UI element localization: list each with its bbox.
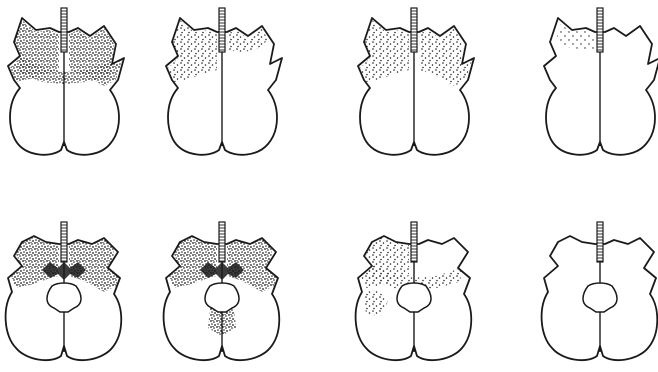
- brain-panel-r1-c3: [358, 8, 474, 155]
- brain-panel-r2-c4: [542, 222, 658, 360]
- brainstem-outline: [47, 283, 81, 312]
- brain-panel-r1-c4: [544, 8, 658, 155]
- brain-panel-r1-c2: [166, 8, 282, 155]
- spinal-segment-column: [597, 8, 603, 52]
- brainstem-outline: [583, 283, 617, 312]
- brain-panel-r1-c1: [8, 8, 124, 155]
- spinal-segment-column: [61, 8, 67, 52]
- brain-panel-r2-c1: [6, 222, 122, 360]
- spinal-segment-column: [219, 8, 225, 52]
- brain-panel-r2-c3: [356, 222, 472, 360]
- brain-panel-r2-c2: [164, 222, 280, 360]
- spinal-segment-column: [411, 8, 417, 52]
- brainstem-outline: [205, 283, 239, 312]
- brainstem-outline: [397, 283, 431, 312]
